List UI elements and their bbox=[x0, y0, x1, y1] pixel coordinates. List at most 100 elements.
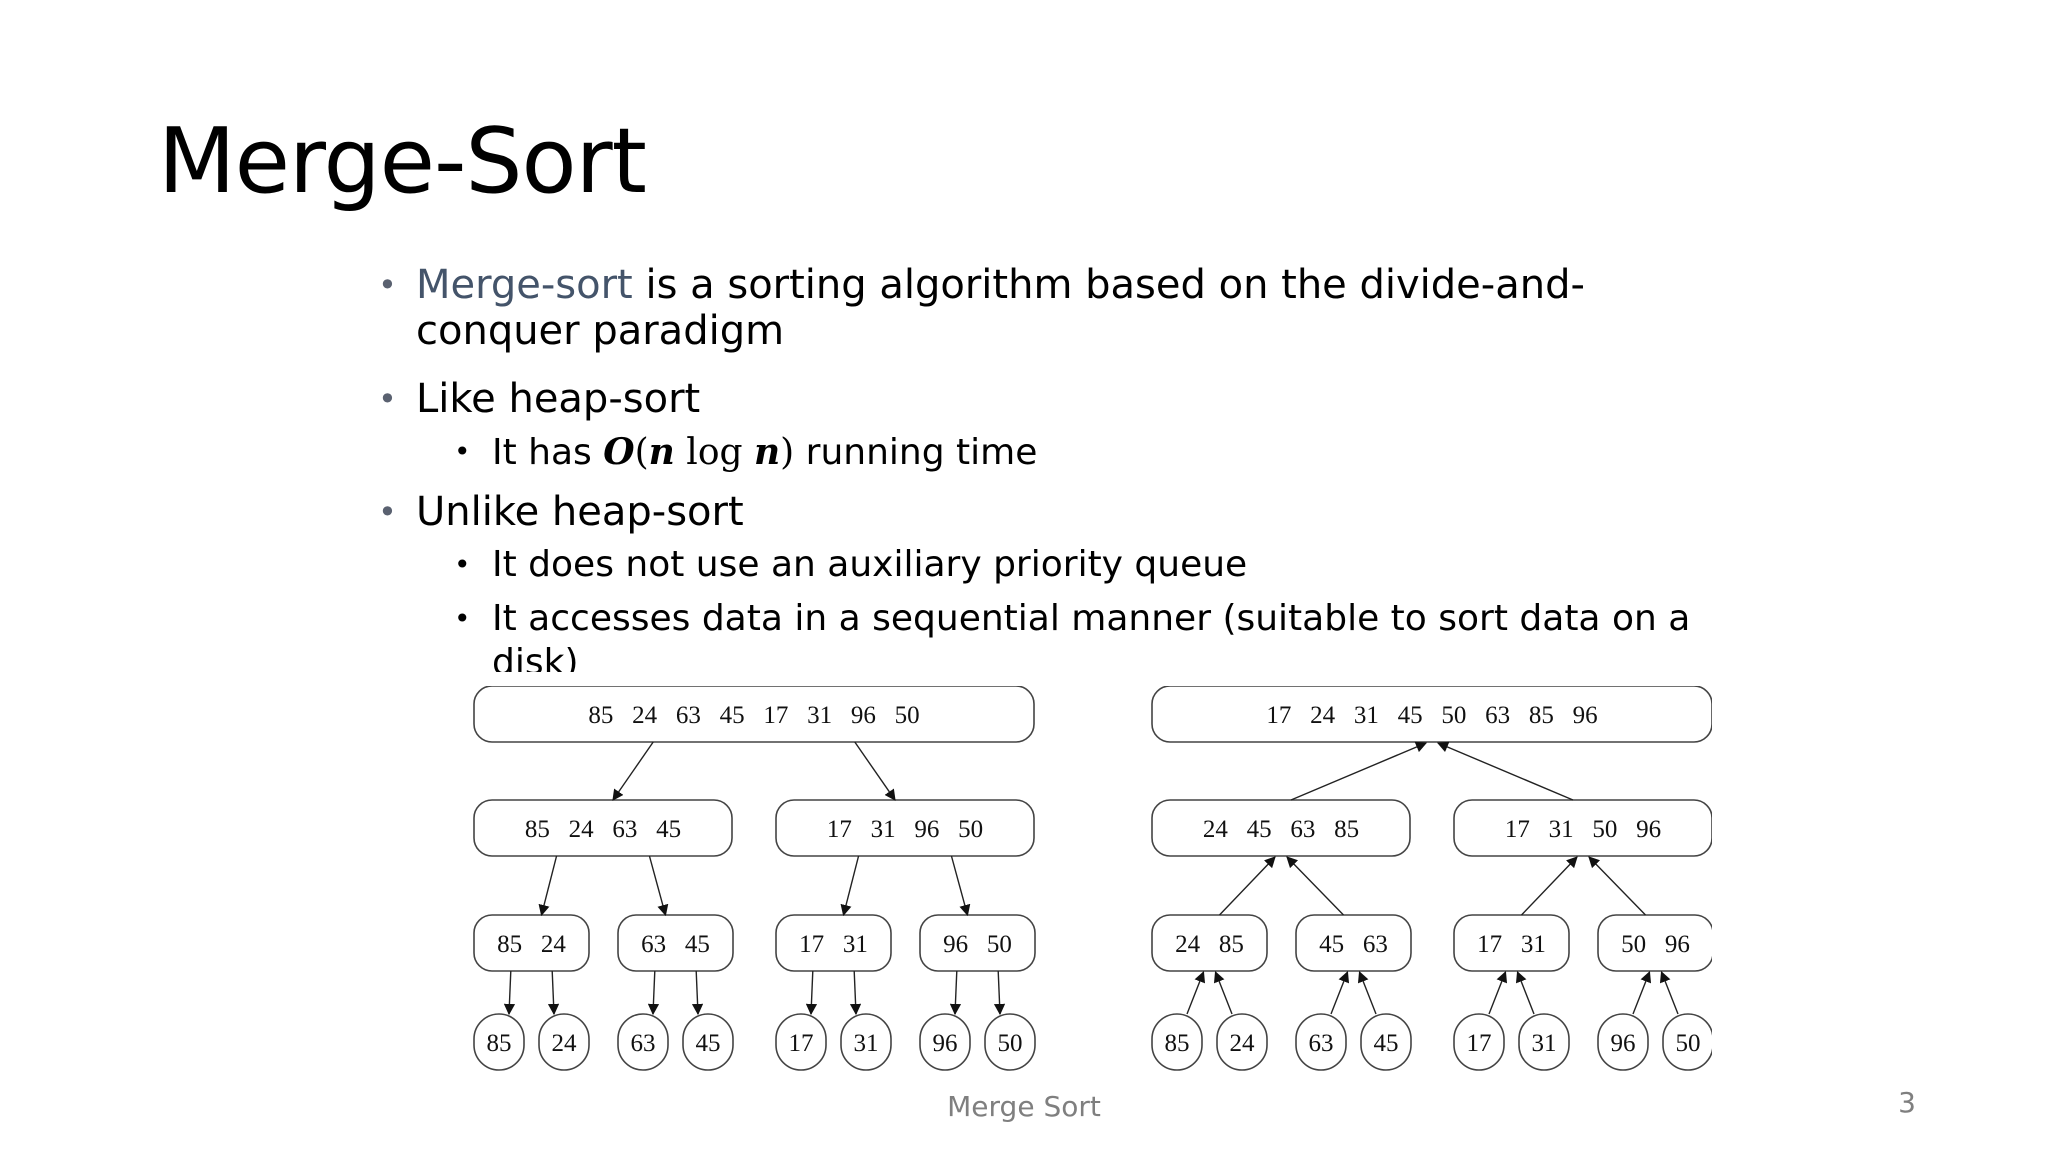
tree-arrow bbox=[950, 855, 971, 917]
tree-arrow bbox=[691, 970, 704, 1016]
tree-arrow bbox=[849, 970, 862, 1016]
divide-node-box bbox=[682, 1013, 734, 1071]
divide-node-label: 85 24 63 45 17 31 96 50 bbox=[588, 702, 919, 729]
merge-node-label: 45 63 bbox=[1319, 931, 1388, 958]
slide-title: Merge-Sort bbox=[158, 109, 647, 214]
merge-node-box bbox=[1662, 1013, 1712, 1071]
tree-arrow bbox=[1290, 741, 1428, 801]
divide-node-box bbox=[775, 799, 1035, 857]
tree-arrow bbox=[1330, 970, 1350, 1015]
merge-node-box bbox=[1216, 1013, 1268, 1071]
merge-node-box bbox=[1295, 914, 1412, 972]
merge-node-label: 45 bbox=[1374, 1030, 1399, 1057]
tree-arrow bbox=[1286, 856, 1345, 916]
bullet-item: • Like heap-sort bbox=[378, 376, 1718, 422]
divide-node-label: 45 bbox=[696, 1030, 721, 1057]
divide-node-box bbox=[538, 1013, 590, 1071]
tree-arrow bbox=[1186, 970, 1206, 1015]
sub-bullet-icon: • bbox=[454, 548, 471, 581]
sub-bullet-item: •It does not use an auxiliary priority q… bbox=[454, 543, 1718, 587]
divide-node-label: 85 24 bbox=[497, 931, 566, 958]
divide-node-label: 85 bbox=[487, 1030, 512, 1057]
bullet-icon: • bbox=[378, 493, 397, 531]
tree-arrow bbox=[840, 855, 860, 917]
tree-arrow bbox=[1488, 970, 1508, 1015]
bullet-icon: • bbox=[378, 380, 397, 418]
divide-node-label: 63 bbox=[631, 1030, 656, 1057]
merge-node-box bbox=[1151, 686, 1712, 743]
merge-node-box bbox=[1597, 914, 1712, 972]
sub-bullet-item: •It accesses data in a sequential manner… bbox=[454, 597, 1718, 672]
merge-sort-tree-diagram: 85 24 63 45 17 31 96 50 85 24 63 45 17 31 … bbox=[473, 686, 1712, 1071]
divide-node-box bbox=[775, 1013, 827, 1071]
merge-node-label: 24 85 bbox=[1175, 931, 1244, 958]
divide-node-label: 17 31 96 50 bbox=[827, 816, 983, 843]
bullet-text: Unlike heap-sort bbox=[416, 489, 744, 535]
merge-node-label: 63 bbox=[1309, 1030, 1334, 1057]
merge-node-box bbox=[1453, 1013, 1505, 1071]
merge-node-box bbox=[1151, 914, 1268, 972]
footer-title: Merge Sort bbox=[947, 1090, 1101, 1123]
divide-node-label: 17 bbox=[789, 1030, 814, 1057]
divide-node-label: 50 bbox=[998, 1030, 1023, 1057]
tree-arrow bbox=[805, 970, 818, 1016]
merge-node-label: 24 45 63 85 bbox=[1203, 816, 1359, 843]
merge-node-label: 85 bbox=[1165, 1030, 1190, 1057]
merge-node-box bbox=[1151, 799, 1411, 857]
divide-node-box bbox=[775, 914, 892, 972]
sub-bullet-text: It has bbox=[492, 432, 604, 473]
tree-arrow bbox=[1588, 856, 1647, 916]
tree-arrow bbox=[854, 741, 896, 801]
merge-node-box bbox=[1453, 914, 1570, 972]
divide-node-label: 85 24 63 45 bbox=[525, 816, 681, 843]
merge-node-label: 17 31 50 96 bbox=[1505, 816, 1661, 843]
divide-node-box bbox=[473, 686, 1035, 743]
bullet-item: • Unlike heap-sort bbox=[378, 489, 1718, 535]
divide-node-box bbox=[617, 914, 734, 972]
tree-arrow bbox=[648, 855, 669, 917]
divide-node-box bbox=[473, 1013, 525, 1071]
merge-node-label: 17 31 bbox=[1477, 931, 1546, 958]
tree-arrow bbox=[949, 970, 962, 1016]
divide-node-box bbox=[617, 1013, 669, 1071]
divide-node-label: 24 bbox=[552, 1030, 578, 1057]
divide-node-label: 63 45 bbox=[641, 931, 710, 958]
sub-bullet-text: It accesses data in a sequential manner … bbox=[492, 598, 1691, 672]
divide-node-box bbox=[984, 1013, 1036, 1071]
merge-node-box bbox=[1151, 1013, 1203, 1071]
merge-node-box bbox=[1518, 1013, 1570, 1071]
merge-node-label: 17 24 31 45 50 63 85 96 bbox=[1266, 702, 1597, 729]
divide-node-box bbox=[919, 914, 1036, 972]
big-o-expression: O(n log n) bbox=[603, 431, 795, 473]
merge-node-box bbox=[1453, 799, 1712, 857]
merge-node-label: 24 bbox=[1230, 1030, 1256, 1057]
merge-node-box bbox=[1597, 1013, 1649, 1071]
merge-node-box bbox=[1360, 1013, 1412, 1071]
divide-node-label: 17 31 bbox=[799, 931, 868, 958]
tree-arrow bbox=[1515, 970, 1535, 1015]
merge-node-label: 17 bbox=[1467, 1030, 1492, 1057]
sub-bullet-item: •It has O(n log n) running time bbox=[454, 430, 1718, 475]
divide-node-box bbox=[473, 799, 733, 857]
merge-node-label: 50 96 bbox=[1621, 931, 1690, 958]
bullet-text: is a sorting algorithm based on the divi… bbox=[416, 262, 1585, 354]
tree-arrow bbox=[1632, 970, 1652, 1015]
tree-arrow bbox=[647, 970, 660, 1016]
page-number: 3 bbox=[1898, 1086, 1916, 1119]
bullet-icon: • bbox=[378, 266, 397, 304]
divide-node-box bbox=[840, 1013, 892, 1071]
divide-node-box bbox=[473, 914, 590, 972]
divide-node-label: 31 bbox=[854, 1030, 879, 1057]
bullet-item: •Merge-sort is a sorting algorithm based… bbox=[378, 262, 1718, 354]
tree-arrow bbox=[1659, 970, 1679, 1015]
tree-arrow bbox=[1213, 970, 1233, 1015]
tree-arrow bbox=[547, 970, 560, 1016]
tree-arrow bbox=[1436, 741, 1574, 801]
merge-node-box bbox=[1295, 1013, 1347, 1071]
tree-arrow bbox=[538, 855, 558, 917]
divide-node-label: 96 50 bbox=[943, 931, 1012, 958]
bullet-text: Like heap-sort bbox=[416, 376, 701, 422]
tree-arrow bbox=[1357, 970, 1377, 1015]
sub-bullet-icon: • bbox=[454, 435, 471, 468]
merge-node-label: 96 bbox=[1611, 1030, 1636, 1057]
